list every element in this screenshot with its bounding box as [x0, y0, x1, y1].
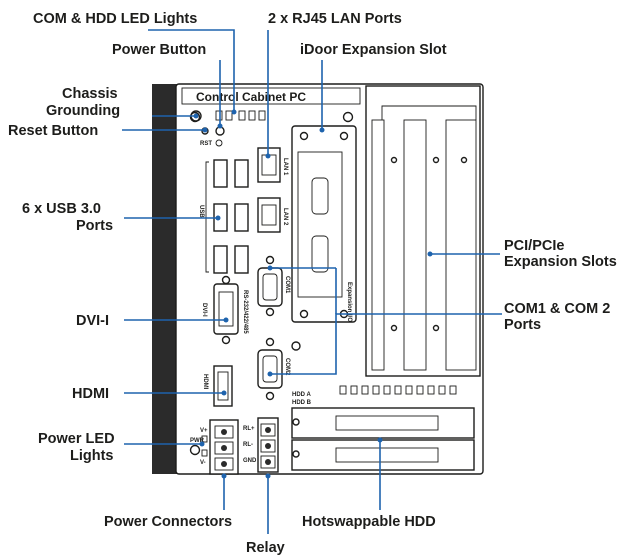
- callout-power-button: Power Button: [112, 42, 206, 58]
- device-title: Control Cabinet PC: [196, 90, 306, 104]
- com-hdd-led-lights: [215, 110, 266, 121]
- callout-com-hdd-led: COM & HDD LED Lights: [33, 11, 197, 27]
- com-ports[interactable]: COM1 COM2: [257, 255, 301, 401]
- callout-com-2: Ports: [504, 317, 541, 333]
- callout-chassis-2: Grounding: [46, 103, 120, 119]
- callout-pled-1: Power LED: [38, 431, 115, 447]
- power-terminal-block[interactable]: V+ PWR V-: [190, 419, 239, 475]
- hdd-status-leds: [339, 385, 457, 395]
- vminus-text: V-: [200, 460, 206, 466]
- callout-rj45: 2 x RJ45 LAN Ports: [268, 11, 402, 27]
- device-front-panel: Control Cabinet PC RST LAN 1 LAN: [152, 83, 484, 475]
- chassis-side-panel: [152, 84, 178, 474]
- hdmi-port[interactable]: HDMI: [202, 365, 233, 407]
- com2-text: COM2: [284, 358, 290, 376]
- relay-terminal-block[interactable]: RL+ RL- GND: [243, 417, 279, 473]
- hdd-b-text: HDD B: [292, 400, 312, 406]
- hotswappable-hdd-bays[interactable]: [291, 407, 475, 471]
- callout-pci-2: Expansion Slots: [504, 254, 617, 270]
- pci-pcie-expansion-slots[interactable]: [365, 85, 481, 377]
- rs-text: RS-232/422/485: [242, 290, 248, 334]
- callout-pled-2: Lights: [70, 448, 114, 464]
- callout-pci-1: PCI/PCIe: [504, 238, 564, 254]
- callout-hdd: Hotswappable HDD: [302, 514, 436, 530]
- hdd-a-text: HDD A: [292, 392, 311, 398]
- callout-labels: COM & HDD LED Lights 2 x RJ45 LAN Ports …: [8, 11, 617, 556]
- callout-usb-2: Ports: [76, 218, 113, 234]
- callout-relay: Relay: [246, 540, 285, 556]
- callout-com-1: COM1 & COM 2: [504, 301, 610, 317]
- callout-chassis-1: Chassis: [62, 86, 118, 102]
- callout-power-connectors: Power Connectors: [104, 514, 232, 530]
- callout-idoor: iDoor Expansion Slot: [300, 42, 447, 58]
- callout-reset: Reset Button: [8, 123, 98, 139]
- callout-hdmi: HDMI: [72, 386, 109, 402]
- idoor-expansion-slot[interactable]: Expansion I/O: [291, 125, 357, 323]
- expansion-io-text: Expansion I/O: [346, 282, 352, 322]
- lan1-text: LAN 1: [282, 158, 288, 176]
- title-bar: [181, 87, 361, 105]
- rj45-lan-ports[interactable]: LAN 1 LAN 2: [257, 147, 288, 233]
- callout-usb-1: 6 x USB 3.0: [22, 201, 101, 217]
- rl-minus-text: RL-: [243, 442, 253, 448]
- gnd-text: GND: [243, 458, 257, 464]
- rst-text: RST: [200, 141, 212, 147]
- hdmi-text: HDMI: [202, 374, 208, 390]
- dvi-i-port[interactable]: DVI-I RS-232/422/485: [201, 275, 248, 345]
- callout-dvi: DVI-I: [76, 313, 109, 329]
- vplus-text: V+: [200, 428, 208, 434]
- rl-plus-text: RL+: [243, 426, 255, 432]
- lan2-text: LAN 2: [282, 208, 288, 226]
- leader-lines: [122, 29, 502, 534]
- dvi-text: DVI-I: [201, 303, 207, 317]
- usb-text: USB: [198, 205, 204, 218]
- pwr-text: PWR: [190, 438, 205, 444]
- com1-text: COM1: [284, 276, 290, 294]
